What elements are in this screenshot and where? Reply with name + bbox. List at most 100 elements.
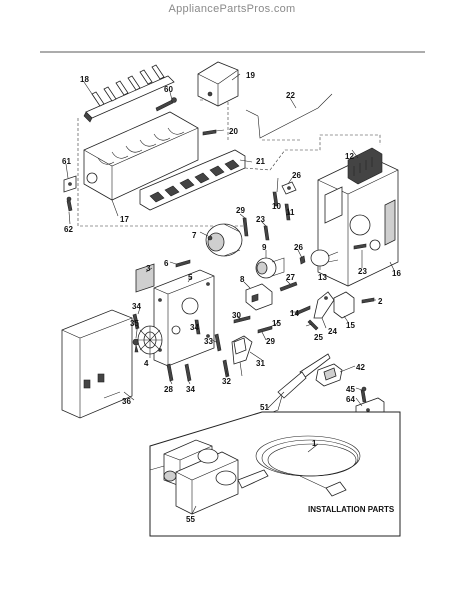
screw-part-29b bbox=[257, 325, 273, 334]
screw-part-14 bbox=[295, 305, 311, 316]
label-8: 8 bbox=[240, 275, 245, 284]
switch-part-8 bbox=[245, 283, 273, 311]
label-7: 7 bbox=[192, 231, 197, 240]
label-45: 45 bbox=[346, 385, 355, 394]
screw-part-32 bbox=[222, 359, 230, 378]
label-15a: 15 bbox=[272, 319, 281, 328]
switch-part-15a bbox=[333, 291, 355, 319]
label-27: 27 bbox=[286, 273, 295, 282]
label-14: 14 bbox=[290, 309, 299, 318]
ice-mold-part-17 bbox=[83, 111, 199, 201]
switch-part-26a bbox=[281, 181, 297, 195]
label-34a: 34 bbox=[132, 302, 141, 311]
label-1: 1 bbox=[312, 439, 317, 448]
label-61: 61 bbox=[62, 157, 71, 166]
leader-lines bbox=[65, 73, 395, 515]
motor-part-7 bbox=[205, 223, 243, 257]
label-34b: 34 bbox=[190, 323, 199, 332]
screw-part-35 bbox=[132, 338, 140, 353]
label-19: 19 bbox=[246, 71, 255, 80]
label-16: 16 bbox=[392, 269, 401, 278]
label-13: 13 bbox=[318, 273, 327, 282]
label-51: 51 bbox=[260, 403, 269, 412]
label-11: 11 bbox=[286, 208, 295, 217]
label-5: 5 bbox=[188, 273, 193, 282]
label-22: 22 bbox=[286, 91, 295, 100]
label-12: 12 bbox=[345, 152, 354, 161]
label-15b: 15 bbox=[346, 321, 355, 330]
screw-part-28 bbox=[166, 363, 174, 382]
label-18: 18 bbox=[80, 75, 89, 84]
label-55: 55 bbox=[186, 515, 195, 524]
switch-part-26b bbox=[299, 255, 306, 265]
label-10: 10 bbox=[272, 202, 281, 211]
grommet-part-42 bbox=[315, 363, 343, 387]
part-labels: 18 19 60 22 20 21 61 17 62 12 26 10 11 2… bbox=[62, 71, 401, 524]
label-33: 33 bbox=[204, 337, 213, 346]
label-30: 30 bbox=[232, 311, 241, 320]
ejector-rake-part-18 bbox=[83, 64, 175, 123]
label-26b: 26 bbox=[294, 243, 303, 252]
gear-part-9 bbox=[255, 257, 285, 279]
screw-part-2 bbox=[361, 297, 375, 304]
label-36: 36 bbox=[122, 397, 131, 406]
screw-part-34c bbox=[184, 363, 192, 382]
label-2: 2 bbox=[378, 297, 383, 306]
label-17: 17 bbox=[120, 215, 129, 224]
label-25: 25 bbox=[314, 333, 323, 342]
screw-part-23b bbox=[353, 243, 367, 250]
screw-part-6 bbox=[175, 259, 191, 268]
insulator-part-3 bbox=[135, 263, 155, 293]
label-6: 6 bbox=[164, 259, 169, 268]
connector-part-12 bbox=[347, 147, 383, 185]
screw-part-27 bbox=[279, 281, 298, 292]
label-35: 35 bbox=[130, 319, 139, 328]
label-42: 42 bbox=[356, 363, 365, 372]
screw-part-11 bbox=[284, 203, 291, 221]
label-28: 28 bbox=[164, 385, 173, 394]
label-60: 60 bbox=[164, 85, 173, 94]
label-31: 31 bbox=[256, 359, 265, 368]
feeler-arm-part-22 bbox=[245, 93, 333, 139]
label-32: 32 bbox=[222, 377, 231, 386]
cover-part-19 bbox=[197, 61, 239, 107]
label-21: 21 bbox=[256, 157, 265, 166]
water-valve-part-55 bbox=[149, 439, 269, 515]
screw-part-29a bbox=[242, 217, 249, 237]
screw-part-25 bbox=[307, 319, 319, 331]
fill-tube-part-51 bbox=[261, 353, 331, 417]
label-4: 4 bbox=[144, 359, 149, 368]
label-3: 3 bbox=[146, 264, 151, 273]
screw-part-34b bbox=[194, 319, 201, 335]
screw-part-10 bbox=[272, 191, 279, 207]
switch-part-15b bbox=[233, 337, 247, 355]
label-9: 9 bbox=[262, 243, 267, 252]
screw-part-23a bbox=[263, 225, 270, 241]
bracket-part-61 bbox=[63, 175, 77, 193]
label-20: 20 bbox=[229, 127, 238, 136]
label-34c: 34 bbox=[186, 385, 195, 394]
label-24: 24 bbox=[328, 327, 337, 336]
stripper-part-21 bbox=[139, 149, 246, 211]
label-23a: 23 bbox=[256, 215, 265, 224]
screw-part-62 bbox=[66, 196, 73, 212]
screw-part-60 bbox=[155, 97, 177, 112]
cover-part-36 bbox=[61, 309, 133, 419]
label-29a: 29 bbox=[236, 206, 245, 215]
screw-part-33 bbox=[214, 333, 222, 352]
screw-part-20 bbox=[202, 129, 217, 136]
label-23b: 23 bbox=[358, 267, 367, 276]
screw-part-45 bbox=[360, 386, 367, 403]
label-26a: 26 bbox=[292, 171, 301, 180]
label-29b: 29 bbox=[266, 337, 275, 346]
label-64: 64 bbox=[346, 395, 355, 404]
lever-part-24 bbox=[313, 291, 335, 319]
installation-parts-title: INSTALLATION PARTS bbox=[308, 505, 395, 514]
support-plate-part-5 bbox=[153, 269, 215, 367]
site-watermark: AppliancePartsPros.com bbox=[168, 3, 296, 15]
screw-part-30 bbox=[233, 315, 251, 324]
gear-fan-part-4 bbox=[137, 325, 163, 355]
label-62: 62 bbox=[64, 225, 73, 234]
housing-part-16 bbox=[317, 155, 399, 287]
